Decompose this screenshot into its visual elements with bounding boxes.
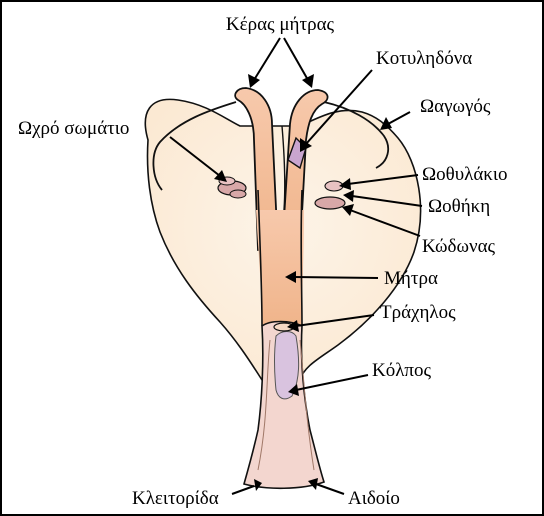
label-corpus-luteum: Ωχρό σωμάτιο — [18, 118, 129, 139]
label-uterine-horn: Κέρας μήτρας — [226, 14, 335, 35]
label-cotyledon: Κοτυληδόνα — [376, 48, 472, 69]
label-infundibulum: Κώδωνας — [422, 236, 496, 257]
label-oviduct: Ωαγωγός — [420, 96, 491, 117]
label-ovary: Ωοθήκη — [428, 196, 490, 217]
uterine-body — [256, 210, 304, 328]
label-vulva: Αιδοίο — [348, 488, 400, 509]
label-cervix: Τράχηλος — [380, 302, 456, 323]
label-clitoris: Κλειτορίδα — [132, 488, 219, 509]
label-uterus: Μήτρα — [384, 268, 438, 289]
label-vagina: Κόλπος — [372, 360, 432, 381]
label-follicle: Ωοθυλάκιο — [422, 164, 507, 185]
